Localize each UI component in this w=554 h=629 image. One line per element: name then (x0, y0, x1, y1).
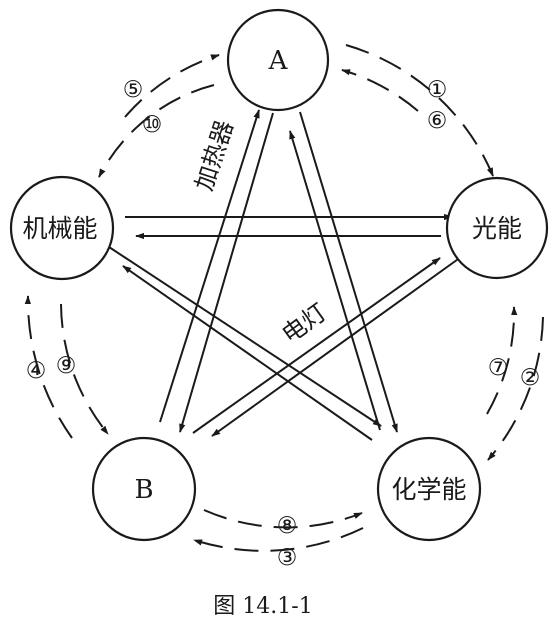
arc-light-to-chemical (487, 316, 544, 461)
node-B-label: B (134, 475, 153, 505)
arrow-A-to-chemical (299, 111, 398, 433)
label-light-chemical-7: ⑦ (488, 355, 509, 381)
arc-B-to-mechanical (24, 295, 73, 439)
arrow-chemical-to-A (289, 130, 381, 431)
arc-mechanical-to-A (124, 54, 220, 118)
node-mechanical-circle (9, 175, 115, 281)
node-A-label: A (268, 46, 289, 76)
node-light-circle (445, 176, 549, 280)
arrow-B-to-A (159, 109, 260, 423)
node-B-circle (91, 436, 197, 542)
node-chemical-circle (376, 436, 482, 542)
label-B-mechanical-9: ⑨ (56, 353, 77, 379)
heater-annotation: 加热器 (190, 117, 239, 194)
connection-arrows (108, 109, 462, 441)
arc-chemical-to-B (193, 527, 364, 552)
node-A: A (226, 8, 330, 112)
outer-cycle (24, 44, 544, 552)
label-A-light-1: ① (427, 77, 448, 103)
node-A-circle (226, 8, 330, 112)
node-B: B (91, 436, 197, 542)
arc-mechanical-to-B (60, 303, 109, 435)
arrow-chemical-to-mechanical (122, 265, 373, 441)
label-light-chemical-2: ② (520, 365, 541, 391)
node-chemical-label: 化学能 (391, 475, 466, 504)
arrow-light-to-B (211, 256, 462, 437)
node-mechanical: 机械能 (9, 175, 115, 281)
label-mechanical-A-10: ⑩ (142, 112, 163, 138)
arc-chemical-to-light (486, 306, 518, 415)
arrow-mechanical-to-chemical (108, 246, 382, 427)
node-light-label: 光能 (472, 214, 522, 243)
arrow-A-to-B (179, 112, 274, 433)
node-light: 光能 (445, 176, 549, 280)
arrow-B-to-light (192, 257, 441, 434)
cycle-numbers: ① ⑥ ⑦ ② ⑧ ③ ④ ⑨ ⑤ ⑩ (26, 77, 541, 571)
arc-A-to-mechanical (98, 84, 215, 178)
node-mechanical-label: 机械能 (22, 214, 97, 243)
label-mechanical-A-5: ⑤ (123, 77, 144, 103)
label-B-mechanical-4: ④ (26, 358, 47, 384)
arc-light-to-A (341, 69, 419, 112)
node-chemical: 化学能 (376, 436, 482, 542)
figure-caption: 图 14.1-1 (213, 594, 312, 619)
arc-B-to-chemical (203, 509, 363, 529)
label-chemical-B-8: ⑧ (277, 513, 298, 539)
label-chemical-B-3: ③ (277, 545, 298, 571)
arc-A-to-light (345, 44, 494, 177)
label-A-light-6: ⑥ (427, 108, 448, 134)
